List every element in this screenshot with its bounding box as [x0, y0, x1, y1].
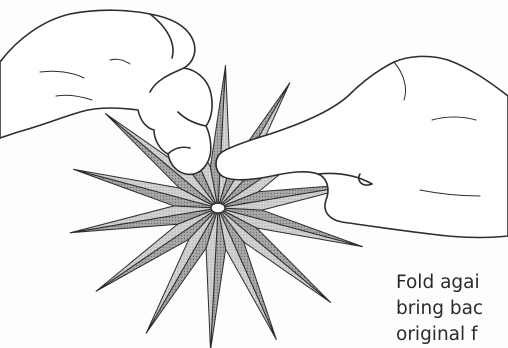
caption-line-2: bring bac — [396, 296, 483, 322]
caption-line-3: original f — [396, 322, 483, 348]
instruction-caption: Fold agai bring bac original f — [396, 270, 483, 348]
caption-line-1: Fold agai — [396, 270, 483, 296]
star-center-hole — [211, 203, 225, 213]
left-hand-icon — [0, 10, 212, 174]
